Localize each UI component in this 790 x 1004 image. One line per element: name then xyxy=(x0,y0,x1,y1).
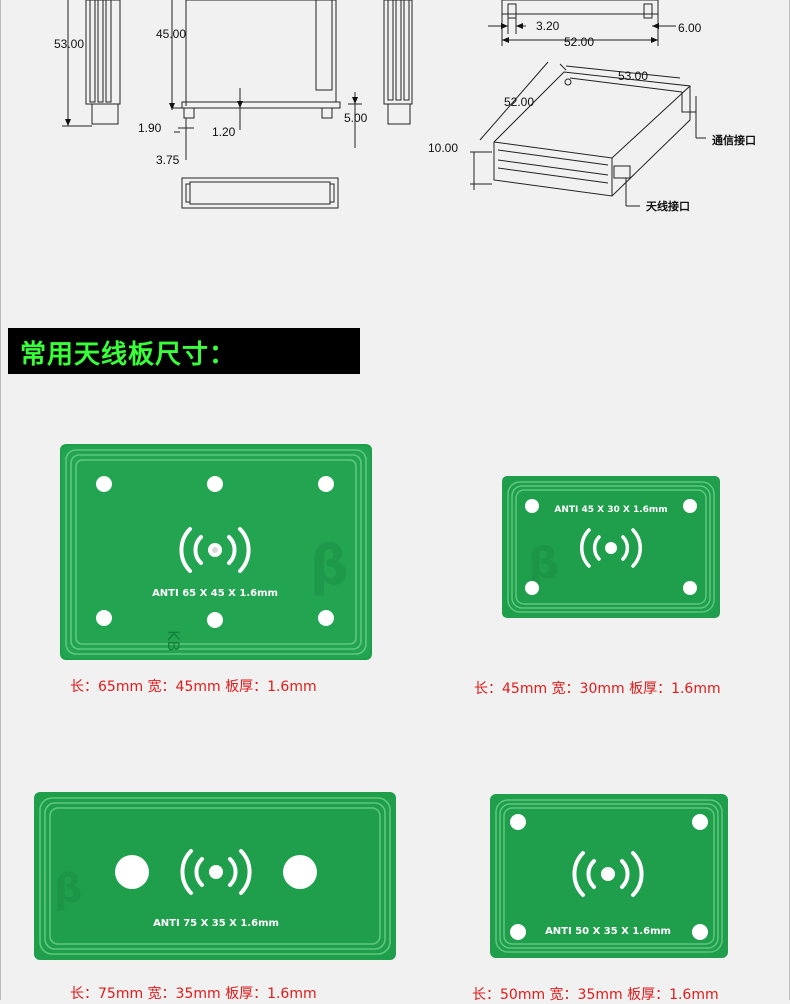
antenna-board-65x45: β ANTI 65 X 45 X 1.6mm KB xyxy=(60,444,372,660)
antenna-port-label: 天线接口 xyxy=(646,199,690,213)
board-silk-label: ANTI 75 X 35 X 1.6mm xyxy=(153,918,279,929)
board-mark: KB xyxy=(164,630,183,651)
dim-3-20: 3.20 xyxy=(536,19,560,33)
dim-3-75: 3.75 xyxy=(156,153,180,167)
section-heading: 常用天线板尺寸： xyxy=(20,340,237,370)
dim-52-iso: 52.00 xyxy=(504,95,534,109)
dim-52-top: 52.00 xyxy=(564,35,594,49)
svg-text:β: β xyxy=(528,538,560,589)
comm-port-label: 通信接口 xyxy=(712,133,756,147)
section-heading-bar: 常用天线板尺寸： xyxy=(8,328,360,374)
svg-text:β: β xyxy=(310,534,349,597)
antenna-board-75x35: β ANTI 75 X 35 X 1.6mm xyxy=(34,792,396,960)
board-silk-label: ANTI 65 X 45 X 1.6mm xyxy=(152,588,278,599)
antenna-board-50x35: ANTI 50 X 35 X 1.6mm xyxy=(490,794,728,958)
board-caption: 长：50mm 宽：35mm 板厚：1.6mm xyxy=(472,987,719,1003)
dim-1-90: 1.90 xyxy=(138,121,162,135)
board-silk-label: ANTI 50 X 35 X 1.6mm xyxy=(545,926,671,937)
board-silk-label: ANTI 45 X 30 X 1.6mm xyxy=(554,505,667,515)
dim-53-iso: 53.00 xyxy=(618,69,648,83)
board-caption: 长：75mm 宽：35mm 板厚：1.6mm xyxy=(70,986,317,1002)
dim-5-00: 5.00 xyxy=(344,111,368,125)
module-technical-drawing: 53.00 45.00 1.90 1.20 3.75 5.00 3.20 6.0… xyxy=(54,0,756,213)
antenna-board-45x30: β ANTI 45 X 30 X 1.6mm xyxy=(502,476,720,618)
dim-10-00: 10.00 xyxy=(428,141,458,155)
dim-45: 45.00 xyxy=(156,27,186,41)
svg-text:β: β xyxy=(54,866,83,912)
dim-1-20: 1.20 xyxy=(212,125,236,139)
dim-53-left: 53.00 xyxy=(54,37,84,51)
board-caption: 长：65mm 宽：45mm 板厚：1.6mm xyxy=(70,679,317,695)
board-caption: 长：45mm 宽：30mm 板厚：1.6mm xyxy=(474,681,721,697)
dim-6-00: 6.00 xyxy=(678,21,702,35)
